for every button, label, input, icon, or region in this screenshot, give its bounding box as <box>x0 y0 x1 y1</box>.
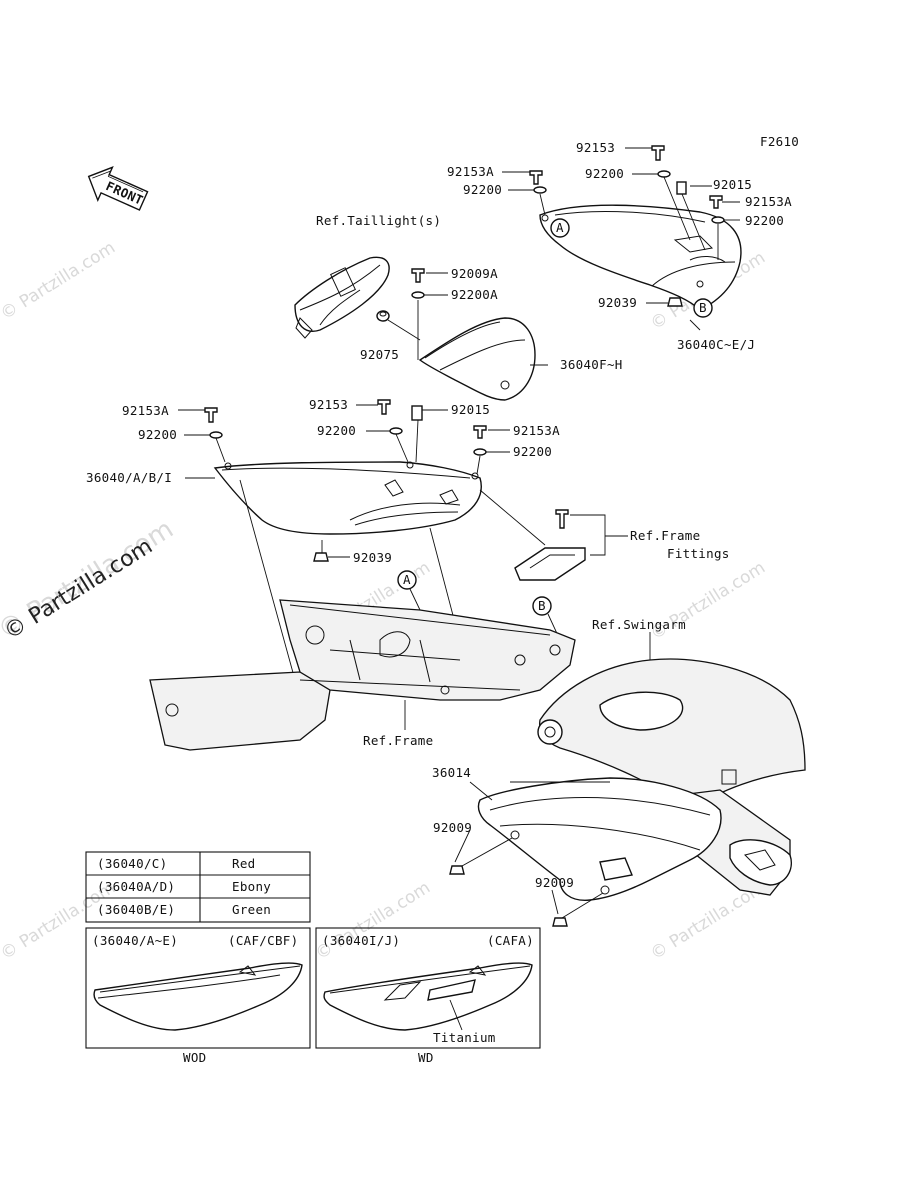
label-92153A-top: 92153A <box>447 164 494 179</box>
frame <box>149 599 576 751</box>
label-92009-a: 92009 <box>433 820 472 835</box>
seat-cover-middle <box>418 317 536 401</box>
label-36014: 36014 <box>432 765 471 780</box>
label-92009A: 92009A <box>451 266 498 281</box>
label-taillight: Ref.Taillight(s) <box>316 213 441 228</box>
inset-left-model: (CAF/CBF) <box>228 933 298 948</box>
label-36040FH: 36040F~H <box>560 357 623 372</box>
hardware-top <box>411 145 725 307</box>
callout-b: B <box>699 300 707 315</box>
watermark: © Partzilla.com <box>312 878 434 964</box>
color-table: (36040/C) Red (36040A/D) Ebony (36040B/E… <box>85 851 311 923</box>
inset-right-caption: WD <box>418 1050 434 1065</box>
hardware-mid <box>204 399 487 562</box>
label-92200-mid2: 92200 <box>513 444 552 459</box>
watermark-large: © Partzilla.com <box>0 534 157 645</box>
side-cover-main <box>213 461 482 535</box>
label-92153A-right: 92153A <box>745 194 792 209</box>
watermark: © Partzilla.com <box>0 238 119 324</box>
taillight <box>294 256 390 339</box>
label-92200-left: 92200 <box>138 427 177 442</box>
frame-fittings-bracket <box>514 509 628 581</box>
label-swingarm: Ref.Swingarm <box>592 617 686 632</box>
front-arrow-icon: FRONT <box>87 166 149 211</box>
inset-left: (36040/A~E) (CAF/CBF) WOD <box>85 927 311 1065</box>
chain-guard <box>449 777 722 927</box>
inset-left-caption: WOD <box>183 1050 206 1065</box>
callout-a: A <box>556 220 564 235</box>
label-92039-mid: 92039 <box>353 550 392 565</box>
seat-cover-upper-right <box>539 204 742 311</box>
label-92153A-mid: 92153A <box>513 423 560 438</box>
table-color: Red <box>232 856 255 871</box>
grommet-92075 <box>376 310 390 322</box>
leader-lines-top <box>387 147 740 366</box>
label-92200-topright: 92200 <box>585 166 624 181</box>
label-92075: 92075 <box>360 347 399 362</box>
table-color: Green <box>232 902 271 917</box>
callouts: A B A B <box>397 218 713 641</box>
label-92039-top: 92039 <box>598 295 637 310</box>
label-92015-mid: 92015 <box>451 402 490 417</box>
label-92200-topleft: 92200 <box>463 182 502 197</box>
inset-right: (36040I/J) (CAFA) Titanium WD <box>315 927 541 1065</box>
label-92009-b: 92009 <box>535 875 574 890</box>
inset-right-note: Titanium <box>433 1030 496 1045</box>
inset-right-code: (36040I/J) <box>322 933 400 948</box>
label-frame: Ref.Frame <box>363 733 433 748</box>
callout-b: B <box>538 598 546 613</box>
table-code: (36040A/D) <box>97 879 175 894</box>
inset-right-model: (CAFA) <box>487 933 534 948</box>
label-frame-fittings-1: Ref.Frame <box>630 528 700 543</box>
figure-code: F2610 <box>760 134 799 149</box>
label-92153-top: 92153 <box>576 140 615 155</box>
label-36040CEJ: 36040C~E/J <box>677 337 755 352</box>
inset-left-code: (36040/A~E) <box>92 933 178 948</box>
part-labels: 92153 92153A 92200 92200 92015 92153A 92… <box>86 140 792 890</box>
table-color: Ebony <box>232 879 271 894</box>
label-92153A-left: 92153A <box>122 403 169 418</box>
label-frame-fittings-2: Fittings <box>667 546 730 561</box>
label-92200A: 92200A <box>451 287 498 302</box>
callout-a: A <box>403 572 411 587</box>
label-92200-right: 92200 <box>745 213 784 228</box>
table-code: (36040B/E) <box>97 902 175 917</box>
leader-lines-mid <box>178 404 546 681</box>
label-92015-top: 92015 <box>713 177 752 192</box>
table-code: (36040/C) <box>97 856 167 871</box>
label-92200-mid: 92200 <box>317 423 356 438</box>
label-92153-mid: 92153 <box>309 397 348 412</box>
label-36040ABI: 36040/A/B/I <box>86 470 172 485</box>
